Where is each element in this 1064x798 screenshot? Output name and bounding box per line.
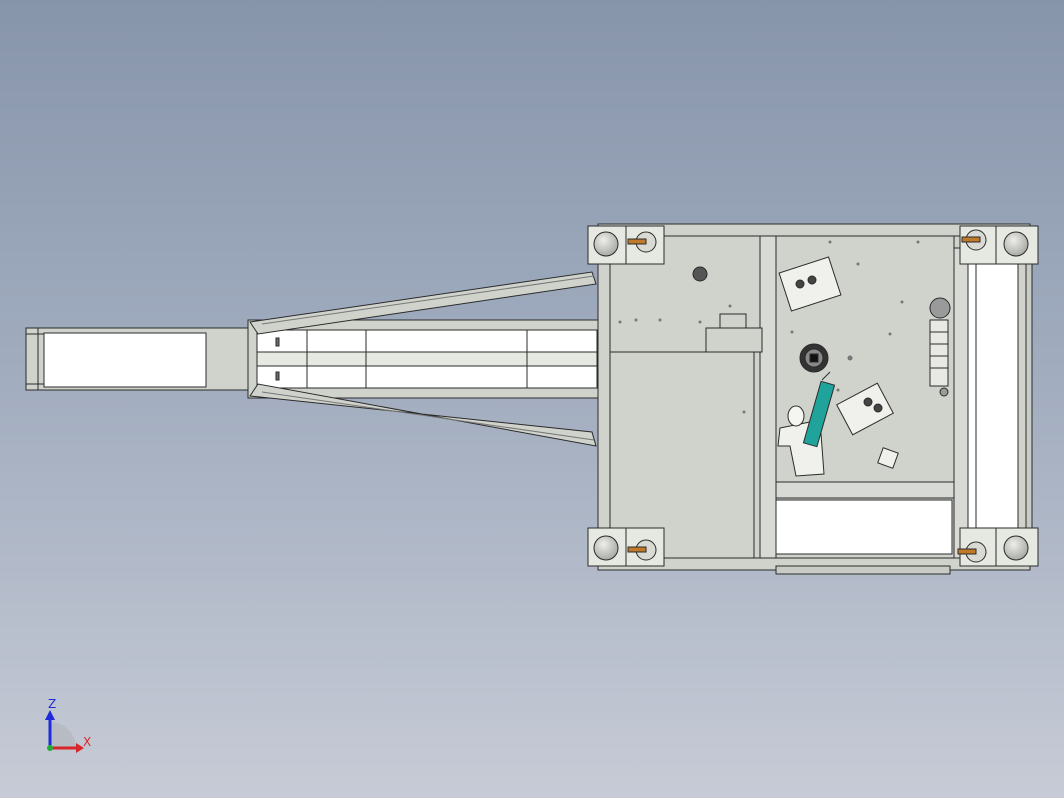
castor-top-right [959,225,1039,265]
pneumatic-cylinder [802,371,836,448]
plate-fixtures [618,240,951,477]
conveyor-extension [25,319,599,399]
coordinate-triad: Z X [36,696,106,760]
triad-arrows [45,710,84,753]
diagonal-braces [249,271,597,447]
castor-top-left [587,225,665,265]
x-axis-label: X [83,735,92,749]
castor-bottom-right [957,527,1039,567]
castor-bottom-left [587,527,665,567]
z-axis-label: Z [48,697,57,711]
